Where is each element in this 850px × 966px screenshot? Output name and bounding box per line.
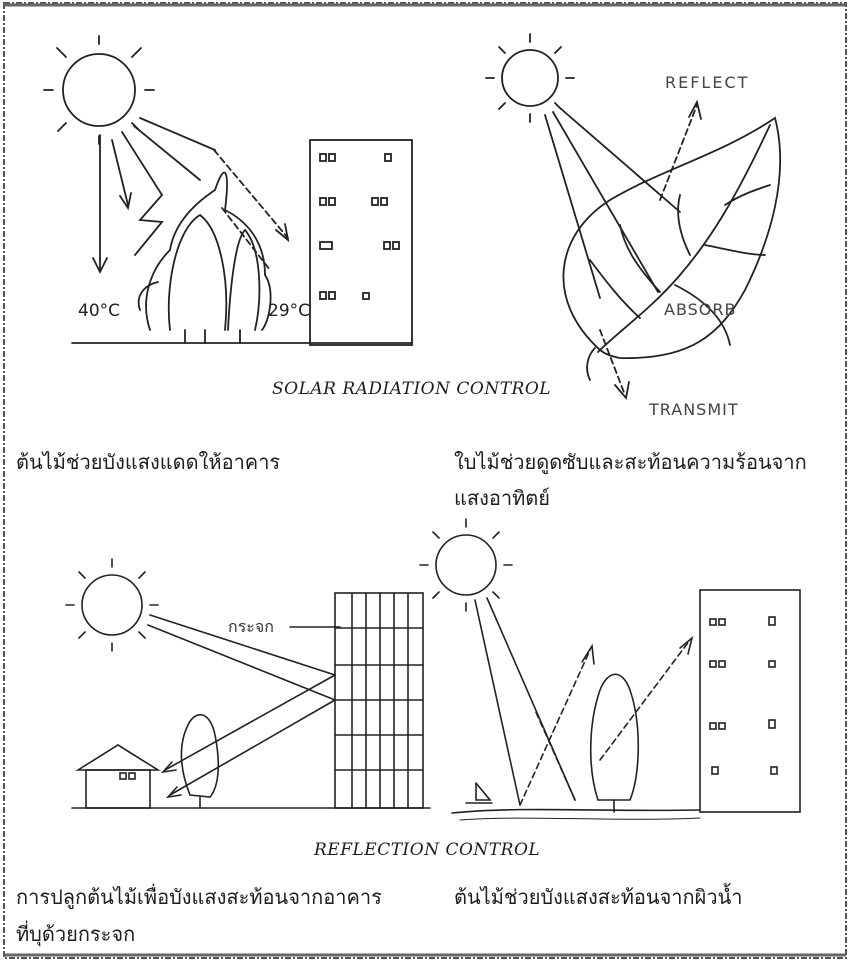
panel-3-description-line-1: การปลูกต้นไม้เพื่อบังแสงสะท้อนจากอาคาร xyxy=(16,885,382,909)
temp-label-outside: 40°C xyxy=(78,301,120,321)
panel-glass-reflection xyxy=(65,558,431,809)
panel-3-description-line-2: ที่บุด้วยกระจก xyxy=(16,922,136,946)
panel-2-description-line-2: แสงอาทิตย์ xyxy=(454,486,550,510)
tree-cluster xyxy=(137,171,272,344)
panel-water-reflection xyxy=(419,518,801,821)
panel-4-description: ต้นไม้ช่วยบังแสงสะท้อนจากผิวน้ำ xyxy=(454,885,743,909)
transmit-label: TRANSMIT xyxy=(648,400,739,419)
panel-leaf xyxy=(485,33,782,401)
water-rays xyxy=(474,597,694,806)
sun-rays xyxy=(92,117,290,275)
building-4 xyxy=(699,589,801,813)
sun-icon xyxy=(65,558,159,652)
glass-rays xyxy=(147,614,336,799)
absorb-label: ABSORB xyxy=(664,300,736,319)
building-1 xyxy=(309,139,413,346)
water-surface xyxy=(451,808,701,814)
sailboat xyxy=(465,782,493,804)
panel-2-description-line-1: ใบไม้ช่วยดูดซับและสะท้อนความร้อนจาก xyxy=(454,450,807,474)
leaf-shape xyxy=(562,116,782,381)
sun-icon xyxy=(419,518,513,612)
poplar-tree xyxy=(589,673,640,813)
reflect-label: REFLECT xyxy=(665,73,749,92)
glass-label: กระจก xyxy=(228,617,274,636)
sun-icon xyxy=(485,33,575,123)
glass-building xyxy=(289,592,424,809)
panel-1-description: ต้นไม้ช่วยบังแสงแดดให้อาคาร xyxy=(16,450,281,474)
section-caption-reflection: REFLECTION CONTROL xyxy=(314,840,541,860)
page-border xyxy=(3,2,847,959)
water-surface-2 xyxy=(459,817,701,821)
panel-tree-shade xyxy=(43,35,413,346)
house xyxy=(75,744,161,809)
section-caption-solar: SOLAR RADIATION CONTROL xyxy=(272,379,552,399)
sun-icon xyxy=(43,35,155,145)
temp-label-inside: 29°C xyxy=(268,301,310,321)
small-tree xyxy=(180,714,220,809)
